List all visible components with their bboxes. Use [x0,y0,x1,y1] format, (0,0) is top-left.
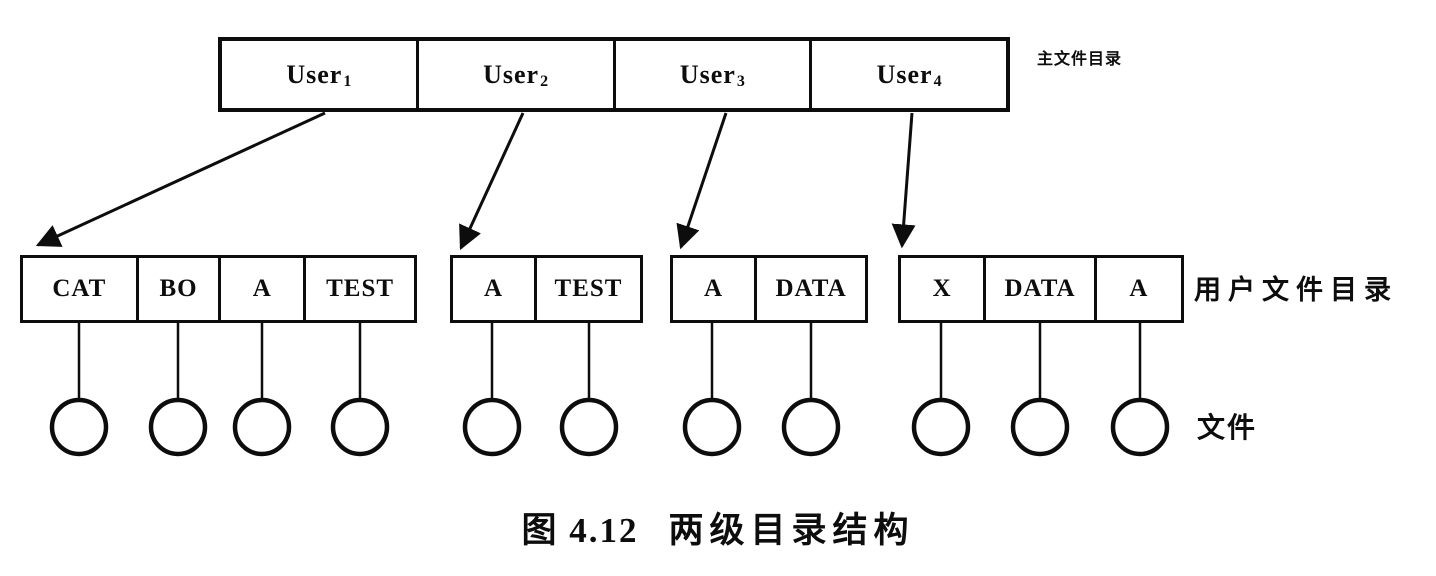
master-cell-label: User [483,59,540,89]
master-cell-subscript: 4 [933,72,943,90]
user-directory-cell: DATA [775,275,847,302]
master-cell-label: User [876,59,933,89]
caption-title: 两级目录结构 [668,511,915,550]
user-directory-cell: CAT [23,258,139,320]
user-directory-cell: A [221,258,307,320]
pointer-arrow-user2 [459,112,525,251]
file-circle [330,397,390,457]
files-label: 文件 [1197,413,1258,444]
master-directory-label: 主文件目录 [1037,51,1123,68]
user-directory-cell: X [901,258,987,320]
file-circle [1010,397,1070,457]
file-circle [232,397,292,457]
master-cell-subscript: 1 [343,72,353,90]
master-cell-label: User [286,59,343,89]
file-circle [148,397,208,457]
user-directory-box-2: A TEST [450,255,643,323]
pointer-arrow-user1 [35,111,326,247]
user-directory-cell: DATA [986,258,1097,320]
user-directory-box-3: A DATA [670,255,868,323]
file-circle [781,397,841,457]
master-cell-label: User [679,59,736,89]
file-circle [559,397,619,457]
caption-figure-number: 图 4.12 [521,511,639,550]
file-circle [49,397,109,457]
pointer-arrow-user3 [676,112,728,250]
user-directory-cell: BO [139,258,222,320]
file-circle [911,397,971,457]
file-circle [462,397,522,457]
user-directory-cell: TEST [554,275,623,302]
user-directory-cell: A [673,258,758,320]
user-directory-cell: TEST [326,275,395,302]
user-directory-box-4: X DATA A [898,255,1184,323]
pointer-arrow-user4 [891,112,916,249]
user-directory-cell: A [453,258,538,320]
user-directory-box-1: CAT BO A TEST [20,255,417,323]
file-circle [1110,397,1170,457]
user-directories-label: 用户文件目录 [1194,275,1398,305]
user-directory-cell: A [1129,275,1149,302]
file-circle [682,397,742,457]
figure-caption: 图 4.12 两级目录结构 [0,502,1436,553]
master-cell-subscript: 3 [736,72,746,90]
master-cell-subscript: 2 [540,72,550,90]
